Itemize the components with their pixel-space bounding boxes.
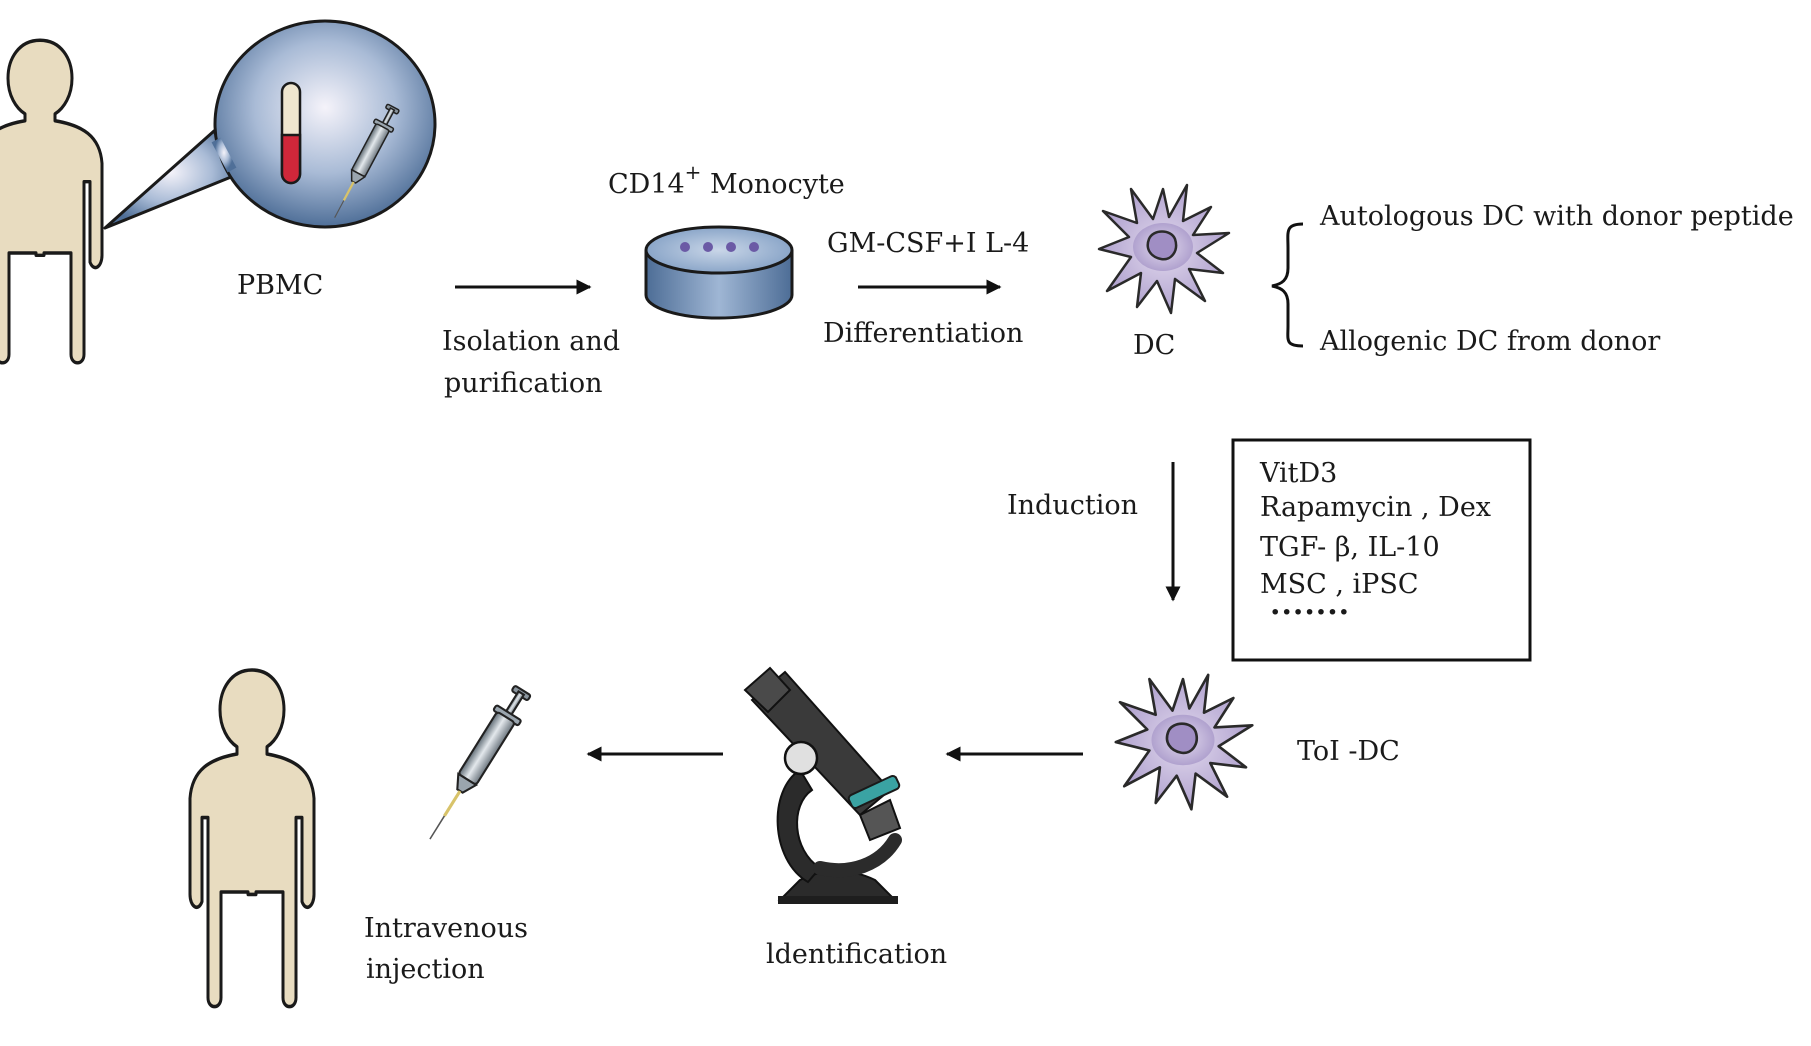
- induction-label: Induction: [1007, 490, 1138, 521]
- pbmc-label: PBMC: [237, 270, 323, 301]
- isolation-label-line2: purification: [444, 368, 603, 399]
- monocyte-label: CD14+ Monocyte: [608, 160, 845, 200]
- cytokines-label: GM-CSF+I L-4: [827, 228, 1029, 259]
- injection-label-line2: injection: [366, 954, 485, 985]
- inducer-1: VitD3: [1259, 458, 1337, 489]
- differentiation-label: Differentiation: [823, 318, 1023, 349]
- tol-dc-cell-icon: [1114, 673, 1254, 811]
- inducer-5: ·······: [1270, 595, 1350, 630]
- inducer-box: [1231, 438, 1532, 662]
- pbmc-bubble: [103, 19, 437, 230]
- allogenic-label: Allogenic DC from donor: [1319, 326, 1660, 357]
- culture-dish-icon: [644, 225, 794, 320]
- inducer-4: MSC , iPSC: [1260, 569, 1419, 600]
- monocyte-suffix: Monocyte: [701, 169, 844, 200]
- dc-label: DC: [1133, 330, 1175, 361]
- blood-tube-icon: [280, 81, 302, 185]
- monocyte-superscript: +: [685, 160, 702, 184]
- autologous-label: Autologous DC with donor peptide: [1319, 201, 1794, 232]
- injection-syringe-icon: [415, 681, 537, 849]
- injection-label-line1: Intravenous: [364, 913, 528, 944]
- recipient-person-icon: [188, 668, 316, 1009]
- donor-person-icon: [0, 38, 104, 365]
- dendritic-cell-icon: [1097, 183, 1231, 315]
- identification-label: ldentification: [766, 939, 947, 970]
- options-brace: [1271, 222, 1304, 348]
- microscope-icon: [743, 666, 902, 904]
- monocyte-prefix: CD14: [608, 169, 685, 200]
- inducer-3: TGF- β, IL-10: [1260, 532, 1440, 563]
- tol-dc-label: ToI -DC: [1297, 736, 1400, 767]
- inducer-2: Rapamycin , Dex: [1260, 492, 1491, 523]
- isolation-label-line1: Isolation and: [442, 326, 620, 357]
